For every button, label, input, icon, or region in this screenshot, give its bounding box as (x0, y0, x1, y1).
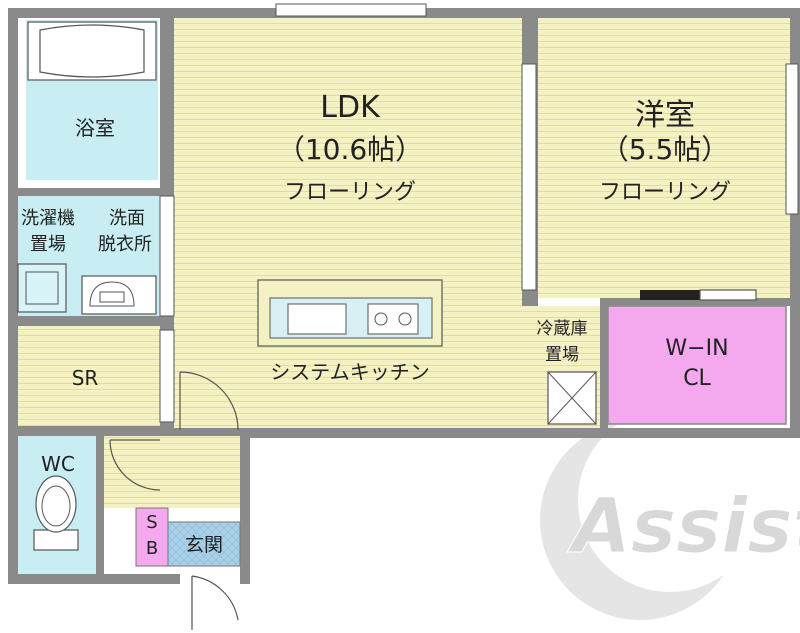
closet-label-1: W−IN (665, 336, 729, 361)
laundry-label-2: 置場 (30, 234, 66, 255)
shoebox-label-1: S (146, 512, 158, 533)
western-size: （5.5帖） (600, 133, 730, 166)
doors (109, 289, 757, 630)
ldk-floor-type: フローリング (283, 180, 416, 205)
closet-label-2: CL (683, 366, 711, 391)
washroom-label-1: 洗面 (109, 208, 145, 229)
entrance-floor (167, 521, 241, 567)
bathtub (27, 21, 157, 81)
western-floor (538, 18, 790, 298)
hall-floor (104, 436, 240, 508)
sr-floor (18, 326, 160, 426)
sr-name: SR (71, 366, 99, 390)
entrance-name: 玄関 (184, 534, 223, 556)
watermark-circle-inner (578, 408, 762, 592)
shoebox (135, 507, 169, 567)
closet-floor (607, 305, 787, 425)
watermark: Assist (540, 408, 800, 620)
ldk-size: （10.6帖） (276, 133, 424, 166)
watermark-text: Assist (567, 481, 800, 570)
ldk-name: LDK (320, 90, 380, 125)
fridge-label-1: 冷蔵庫 (536, 319, 588, 339)
windows (159, 3, 799, 423)
western-name: 洋室 (635, 98, 695, 133)
toilet (33, 475, 79, 551)
kitchen-counter (257, 279, 443, 347)
laundry-label-1: 洗濯機 (21, 208, 75, 229)
washbasin (81, 275, 157, 315)
washroom-label-2: 脱衣所 (98, 234, 152, 255)
shoebox-label-2: B (145, 538, 159, 559)
fridge-label-2: 置場 (545, 345, 579, 365)
western-floor-type: フローリング (598, 180, 731, 205)
fridge-spot (547, 371, 597, 425)
kitchen-name: システムキッチン (270, 360, 430, 384)
bath-name: 浴室 (75, 116, 115, 140)
wc-name: WC (41, 452, 75, 476)
washing-machine-spot (17, 263, 67, 313)
